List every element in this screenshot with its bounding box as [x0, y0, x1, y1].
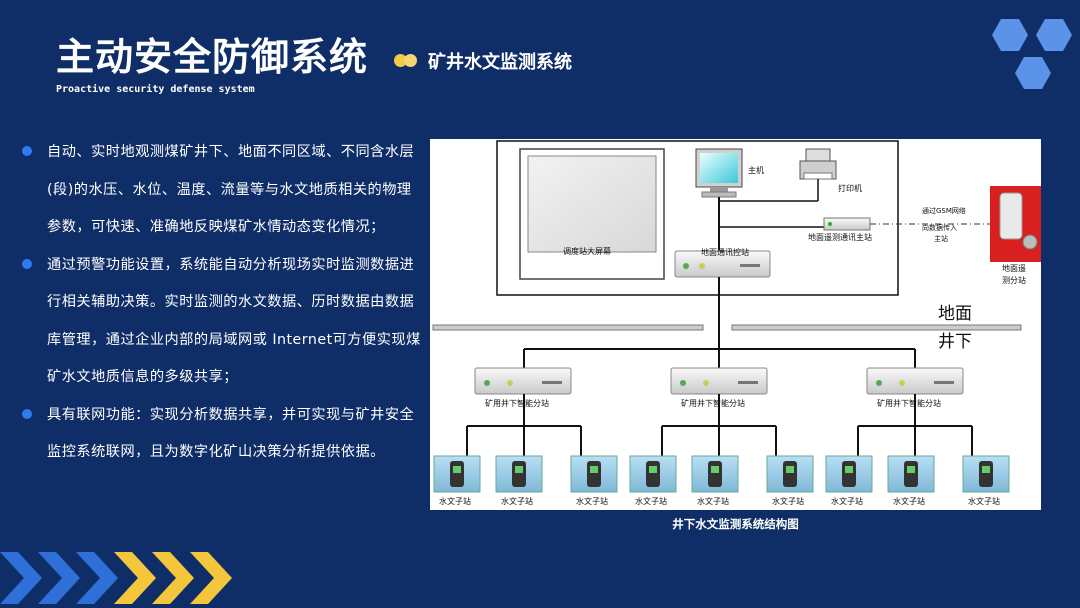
boundary-bar-left	[432, 324, 704, 331]
diagram-caption: 井下水文监测系统结构图	[672, 517, 799, 531]
child-station-label: 水文子站	[576, 496, 608, 506]
surface-room-frame	[496, 140, 899, 296]
bullet-dot-icon	[22, 146, 32, 156]
system-structure-diagram: 调度站大屏幕 主机 打印机 地面遥测通讯主站	[430, 139, 1041, 510]
section-title: 矿井水文监测系统	[428, 52, 572, 73]
dispatch-screen-icon	[519, 148, 665, 280]
host-computer-icon	[695, 148, 743, 198]
child-station-label: 水文子站	[635, 496, 667, 506]
child-station-label: 水文子站	[831, 496, 863, 506]
remote-host-icon	[823, 217, 871, 231]
bullet-dot-icon	[22, 408, 32, 419]
bullet-item: 自动、实时地观测煤矿井下、地面不同区域、不同含水层(段)的水压、水位、温度、流量…	[22, 134, 422, 247]
hydrology-station-icon	[570, 455, 618, 493]
child-station-label: 水文子站	[968, 496, 1000, 506]
hydrology-station-icon	[825, 455, 873, 493]
smart-substation-icon	[474, 367, 572, 395]
remote-substation-label-1: 地面遥	[1002, 263, 1026, 273]
chevron-arrows-icon	[0, 552, 232, 604]
remote-host-label: 地面遥测通讯主站	[808, 232, 872, 242]
substation-label: 矿用井下智能分站	[681, 398, 745, 408]
printer-label: 打印机	[838, 183, 862, 193]
hexagon-decoration-icon	[992, 19, 1072, 89]
child-station-label: 水文子站	[439, 496, 471, 506]
substation-label: 矿用井下智能分站	[485, 398, 549, 408]
child-station-label: 水文子站	[893, 496, 925, 506]
remote-substation-icon	[990, 186, 1041, 262]
hydrology-station-icon	[629, 455, 677, 493]
bullet-item: 具有联网功能：实现分析数据共享，并可实现与矿井安全监控系统联网，且为数字化矿山决…	[22, 397, 422, 472]
branch-lines	[466, 394, 973, 457]
bullet-text: 自动、实时地观测煤矿井下、地面不同区域、不同含水层(段)的水压、水位、温度、流量…	[47, 144, 415, 235]
smart-substation-icon	[670, 367, 768, 395]
boundary-bar-right	[731, 324, 1022, 331]
hydrology-station-icon	[433, 455, 481, 493]
section-dots-icon	[394, 54, 420, 68]
bullet-text: 具有联网功能：实现分析数据共享，并可实现与矿井安全监控系统联网，且为数字化矿山决…	[47, 406, 415, 461]
screen-label: 调度站大屏幕	[563, 246, 611, 256]
child-station-label: 水文子站	[697, 496, 729, 506]
remote-substation-label-2: 测分站	[1002, 275, 1026, 285]
ground-control-station-icon	[674, 250, 771, 278]
smart-substation-icon	[866, 367, 964, 395]
gsm-label-1: 通过GSM网络	[922, 206, 966, 215]
bullet-dot-icon	[22, 258, 32, 269]
hydrology-station-icon	[887, 455, 935, 493]
gsm-label-3: 主站	[934, 234, 948, 243]
hydrology-station-icon	[962, 455, 1010, 493]
bullet-text: 通过预警功能设置，系统能自动分析现场实时监测数据进行相关辅助决策。实时监测的水文…	[47, 256, 421, 386]
gsm-label-2: 向数据传入	[922, 223, 957, 232]
hydrology-station-icon	[691, 455, 739, 493]
substation-label: 矿用井下智能分站	[877, 398, 941, 408]
printer-icon	[799, 148, 837, 180]
host-label: 主机	[748, 165, 764, 175]
underground-label: 井下	[938, 332, 972, 352]
hydrology-station-icon	[766, 455, 814, 493]
page-title: 主动安全防御系统	[56, 35, 369, 79]
child-station-label: 水文子站	[772, 496, 804, 506]
child-station-label: 水文子站	[501, 496, 533, 506]
surface-label: 地面	[938, 304, 972, 324]
ground-control-label: 地面通讯控站	[701, 247, 749, 257]
bullet-list: 自动、实时地观测煤矿井下、地面不同区域、不同含水层(段)的水压、水位、温度、流量…	[22, 134, 422, 472]
bullet-item: 通过预警功能设置，系统能自动分析现场实时监测数据进行相关辅助决策。实时监测的水文…	[22, 247, 422, 397]
hydrology-station-icon	[495, 455, 543, 493]
page-subtitle-en: Proactive security defense system	[56, 84, 255, 95]
